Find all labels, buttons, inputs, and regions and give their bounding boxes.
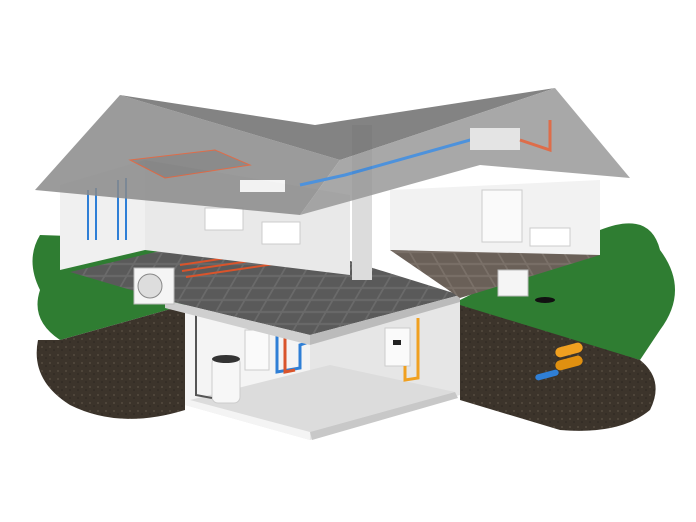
basement (185, 300, 460, 440)
roof (35, 88, 630, 215)
outdoor-unit (497, 269, 529, 297)
ventilation-unit (470, 128, 520, 150)
radiator (204, 207, 244, 231)
pipe-hot (283, 330, 296, 374)
drain (535, 297, 555, 303)
shower (481, 189, 523, 243)
radiator (261, 221, 301, 245)
indoor-heat-unit (244, 329, 270, 371)
grass-right (460, 223, 675, 360)
bathtub (529, 227, 571, 247)
underground-pipes (535, 342, 583, 381)
soil-left (36, 305, 185, 419)
water-tank (211, 356, 241, 404)
gas-boiler (384, 327, 411, 367)
pipe-gas (403, 318, 420, 382)
ground-floor (70, 215, 600, 345)
